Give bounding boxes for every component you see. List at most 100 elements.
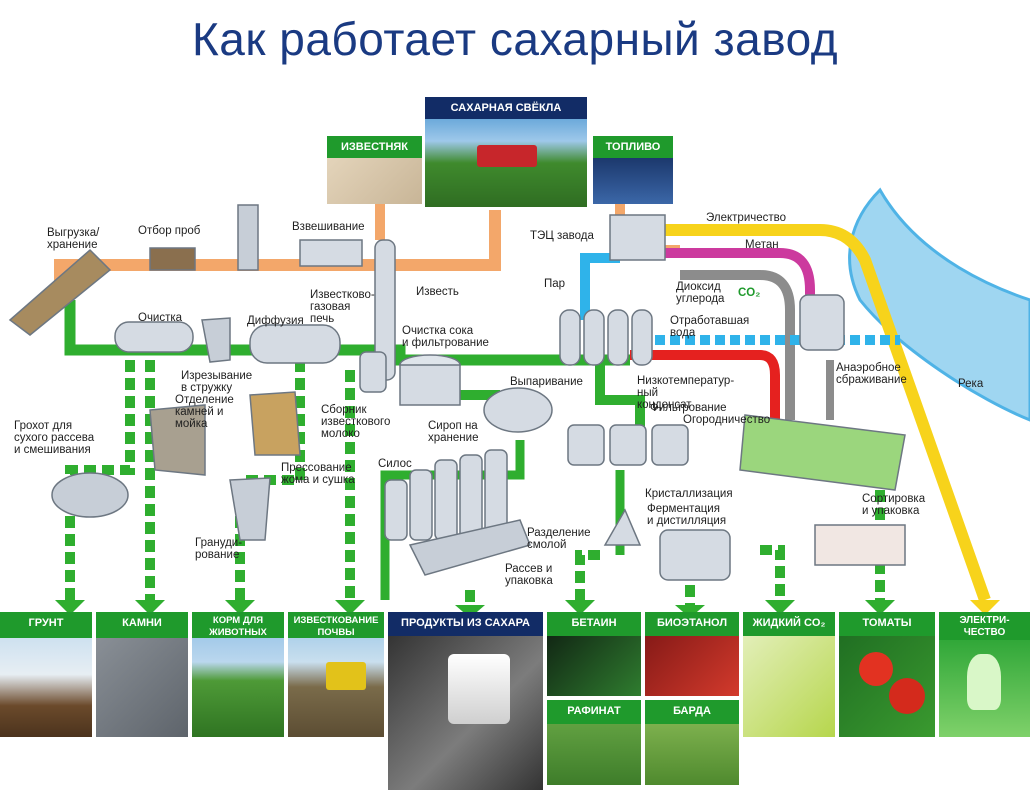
silo-4 bbox=[459, 454, 483, 541]
product-liming-header: ИЗВЕСТКОВАНИЕ ПОЧВЫ bbox=[288, 612, 384, 638]
cleaning-drum bbox=[114, 321, 194, 353]
product-bard-header: БАРДА bbox=[645, 700, 739, 724]
label-methane: Метан bbox=[745, 239, 779, 251]
beet-header: САХАРНАЯ СВЁКЛА bbox=[425, 97, 587, 119]
arrowhead-soil bbox=[55, 600, 85, 615]
page-title: Как работает сахарный завод bbox=[191, 13, 839, 65]
arrowhead-stones bbox=[135, 600, 165, 615]
label-lime: Известь bbox=[416, 286, 459, 298]
product-sugar: ПРОДУКТЫ ИЗ САХАРА bbox=[388, 612, 543, 790]
evaporator-4 bbox=[631, 309, 653, 366]
product-soil: ГРУНТ bbox=[0, 612, 92, 737]
label-granulation: Грануди- рование bbox=[195, 537, 243, 561]
greenhouse bbox=[739, 414, 906, 491]
lime-milk-tank bbox=[359, 351, 387, 393]
label-chp: ТЭЦ завода bbox=[530, 230, 594, 242]
product-co2-header: ЖИДКИЙ CO₂ bbox=[743, 612, 835, 636]
fuel-tile: ТОПЛИВО bbox=[593, 136, 673, 204]
filter-1 bbox=[567, 424, 605, 466]
pulp-press bbox=[249, 391, 301, 456]
product-raffinate-header: РАФИНАТ bbox=[547, 700, 641, 724]
product-raffinate: РАФИНАТ bbox=[547, 700, 641, 785]
label-resin: Разделение смолой bbox=[527, 527, 591, 551]
screen-drum bbox=[51, 472, 129, 518]
product-electricity: ЭЛЕКТРИ- ЧЕСТВО bbox=[939, 612, 1030, 737]
label-electricity: Электричество bbox=[706, 212, 787, 224]
label-waste-water: Отработавшая вода bbox=[670, 315, 750, 339]
arrowhead-liming bbox=[335, 600, 365, 615]
arrowhead-betaine bbox=[565, 600, 595, 615]
arrow-to-soil bbox=[65, 360, 135, 600]
product-feed: КОРМ ДЛЯ ЖИВОТНЫХ bbox=[192, 612, 284, 737]
product-feed-header: КОРМ ДЛЯ ЖИВОТНЫХ bbox=[192, 612, 284, 638]
product-bard: БАРДА bbox=[645, 700, 739, 785]
granulator bbox=[229, 477, 271, 541]
crystallizer bbox=[603, 508, 642, 546]
evaporator-3 bbox=[607, 309, 629, 366]
product-tomatoes: ТОМАТЫ bbox=[839, 612, 935, 737]
tractor-icon bbox=[326, 662, 366, 690]
product-betaine: БЕТАИН bbox=[547, 612, 641, 696]
product-stones: КАМНИ bbox=[96, 612, 188, 737]
label-weighing: Взвешивание bbox=[292, 221, 365, 233]
arrowhead-sugar bbox=[455, 605, 485, 618]
label-slicing: Изрезывание в стружку bbox=[181, 370, 253, 394]
harvester-icon bbox=[477, 145, 537, 167]
chp-plant bbox=[609, 214, 666, 261]
arrowhead-bioethanol bbox=[675, 605, 705, 618]
product-bioethanol-header: БИОЭТАНОЛ bbox=[645, 612, 739, 636]
label-sampling: Отбор проб bbox=[138, 225, 201, 237]
anaerobic-digester bbox=[799, 294, 845, 351]
silo-2 bbox=[409, 469, 433, 541]
filter-3 bbox=[651, 424, 689, 466]
label-lime-kiln: Известково- газовая печь bbox=[310, 289, 375, 325]
label-anaerobic: Анаэробное сбраживание bbox=[836, 362, 907, 386]
arrowhead-feed bbox=[225, 600, 255, 615]
arrow-to-betaine bbox=[575, 550, 600, 600]
label-unload: Выгрузка/ хранение bbox=[47, 227, 100, 251]
product-liming: ИЗВЕСТКОВАНИЕ ПОЧВЫ bbox=[288, 612, 384, 737]
label-crystallization: Кристаллизация bbox=[645, 488, 733, 500]
fuel-header: ТОПЛИВО bbox=[593, 136, 673, 158]
limestone-tile: ИЗВЕСТНЯК bbox=[327, 136, 422, 204]
filter-2 bbox=[609, 424, 647, 466]
product-soil-header: ГРУНТ bbox=[0, 612, 92, 638]
label-lime-milk: Сборник известкового молоко bbox=[321, 404, 391, 440]
product-liquid-co2: ЖИДКИЙ CO₂ bbox=[743, 612, 835, 737]
slicer bbox=[201, 317, 231, 363]
product-tomatoes-header: ТОМАТЫ bbox=[839, 612, 935, 636]
arrowhead-electricity bbox=[970, 600, 1000, 615]
condensate-line bbox=[630, 350, 780, 420]
unload-conveyor bbox=[8, 248, 112, 336]
label-co2-dioxide: Диоксид углерода bbox=[676, 281, 725, 305]
evaporator-2 bbox=[583, 309, 605, 366]
arrow-to-co2 bbox=[760, 545, 785, 600]
sampling-truck bbox=[149, 247, 196, 271]
label-river: Река bbox=[958, 378, 984, 390]
label-silos: Силос bbox=[378, 458, 412, 470]
label-syrup: Сироп на хранение bbox=[428, 420, 479, 444]
silo-1 bbox=[384, 479, 408, 541]
product-sugar-header: ПРОДУКТЫ ИЗ САХАРА bbox=[388, 612, 543, 636]
label-stone-separation: Отделение камней и мойка bbox=[175, 394, 234, 430]
evaporator-1 bbox=[559, 309, 581, 366]
tomato-icon-2 bbox=[889, 678, 925, 714]
label-pulp: Прессование жома и сушка bbox=[281, 462, 355, 486]
silo-3 bbox=[434, 459, 458, 541]
lightbulb-icon bbox=[967, 654, 1001, 710]
packing-line bbox=[408, 519, 532, 576]
limestone-header: ИЗВЕСТНЯК bbox=[327, 136, 422, 158]
river bbox=[848, 187, 1030, 422]
fermenter bbox=[659, 529, 731, 581]
weighing-station bbox=[299, 239, 363, 267]
methane-line bbox=[660, 248, 815, 300]
tomato-icon bbox=[859, 652, 893, 686]
arrowhead-co2 bbox=[765, 600, 795, 615]
label-diffusion: Диффузия bbox=[247, 315, 304, 327]
label-cleaning: Очистка bbox=[138, 312, 183, 324]
product-bioethanol: БИОЭТАНОЛ bbox=[645, 612, 739, 696]
process-line-evap bbox=[560, 355, 645, 430]
washer bbox=[149, 404, 206, 476]
